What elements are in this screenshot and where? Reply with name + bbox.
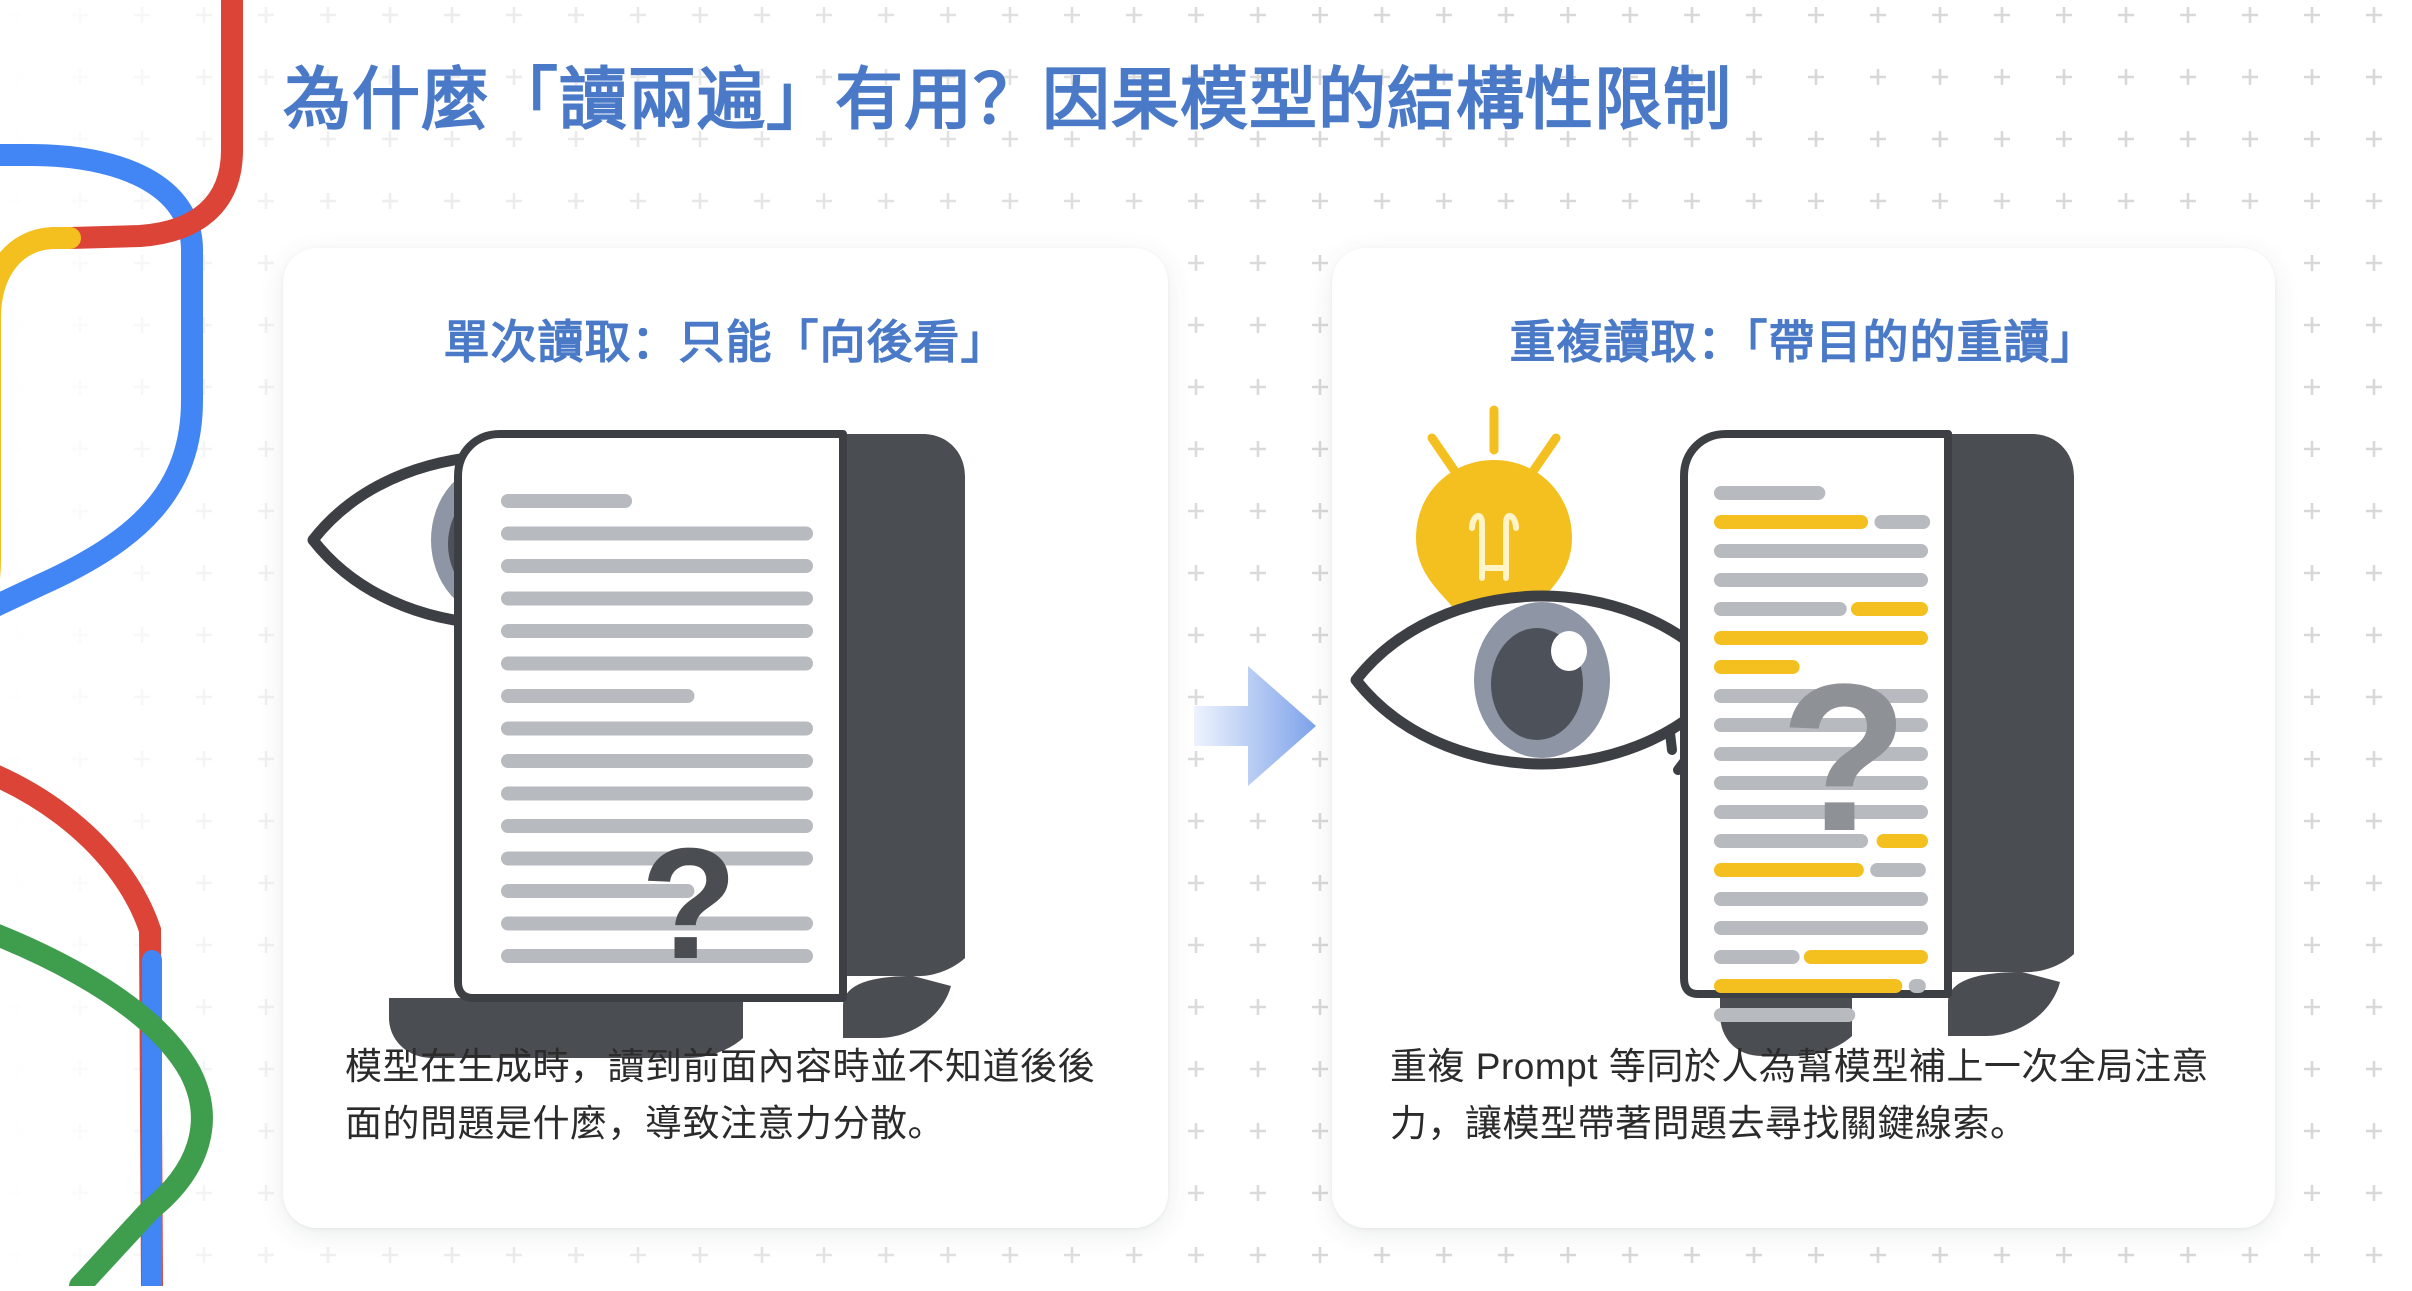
document-line <box>501 884 695 898</box>
document-line <box>1714 602 1847 616</box>
document-line <box>501 949 813 963</box>
document-line <box>501 624 813 638</box>
caption-single-pass: 模型在生成時，讀到前面內容時並不知道後後面的問題是什麼，導致注意力分散。 <box>345 1046 1095 1145</box>
document-line <box>501 559 813 573</box>
document-line <box>501 721 813 736</box>
document-line <box>1714 950 1800 964</box>
document-line <box>1714 573 1928 587</box>
question-mark-glyph: ? <box>1780 640 1908 875</box>
document-line <box>1714 1008 1856 1022</box>
document-line-tail <box>1870 863 1926 877</box>
document-text-lines <box>501 494 813 963</box>
question-mark-glyph: ? <box>641 816 738 992</box>
document-line <box>1714 747 1928 761</box>
card-repeat-pass: 重複讀取：「帶目的的重讀」 <box>1332 248 2275 1228</box>
document-line <box>501 819 813 833</box>
ribbon-blue-top <box>0 144 203 616</box>
ribbon-red-bottom <box>0 765 163 1291</box>
caption-repeat-pass: 重複 Prompt 等同於人為幫模型補上一次全局注意力，讓模型帶著問題去尋找關鍵… <box>1390 1046 2209 1145</box>
document-line <box>1714 486 1826 500</box>
document-line <box>501 786 813 801</box>
eye-icon <box>1350 590 1734 770</box>
illustration-eye-and-scroll: ? <box>283 398 1168 1058</box>
document-line <box>1714 834 1869 848</box>
document-line <box>1714 863 1864 877</box>
document-line <box>1714 660 1800 674</box>
document-line <box>1714 689 1928 703</box>
document-line <box>1714 718 1928 732</box>
document-text-lines <box>1714 486 1931 1022</box>
document-line-tail <box>1908 979 1926 993</box>
document-line <box>501 851 813 866</box>
card-title-repeat-pass: 重複讀取：「帶目的的重讀」 <box>1509 316 2098 368</box>
document-line <box>501 656 813 671</box>
google-brand-ribbons <box>0 0 300 1291</box>
document-line <box>501 526 813 541</box>
document-line <box>1714 776 1928 790</box>
document-line <box>501 689 695 703</box>
document-line-highlight <box>1850 602 1928 616</box>
document-line-highlight <box>1803 950 1928 964</box>
document-line <box>501 494 633 508</box>
document-line <box>501 916 813 931</box>
document-line-tail <box>1874 515 1931 529</box>
right-arrow-icon <box>1190 662 1320 790</box>
document-line <box>1714 515 1869 529</box>
scroll-document-icon: ? <box>1680 430 2074 1056</box>
document-line <box>1714 805 1928 819</box>
ribbon-red-top <box>59 0 243 249</box>
document-line <box>501 754 813 768</box>
document-line <box>1714 979 1903 993</box>
document-line <box>1714 631 1928 645</box>
document-line <box>501 591 813 606</box>
document-line <box>1714 921 1928 935</box>
document-line <box>1714 892 1928 906</box>
card-single-pass: 單次讀取：只能「向後看」 ? <box>283 248 1168 1228</box>
page-title: 為什麼「讀兩遍」有用？因果模型的結構性限制 <box>283 62 1733 138</box>
document-line <box>1714 544 1928 558</box>
scroll-document-icon: ? <box>389 430 965 1058</box>
ribbon-green <box>0 924 213 1291</box>
ribbon-yellow <box>0 227 81 579</box>
illustration-bulb-eye-highlighted-doc: ? <box>1332 398 2275 1058</box>
card-title-single-pass: 單次讀取：只能「向後看」 <box>443 316 1008 368</box>
document-line-highlight <box>1876 834 1928 848</box>
